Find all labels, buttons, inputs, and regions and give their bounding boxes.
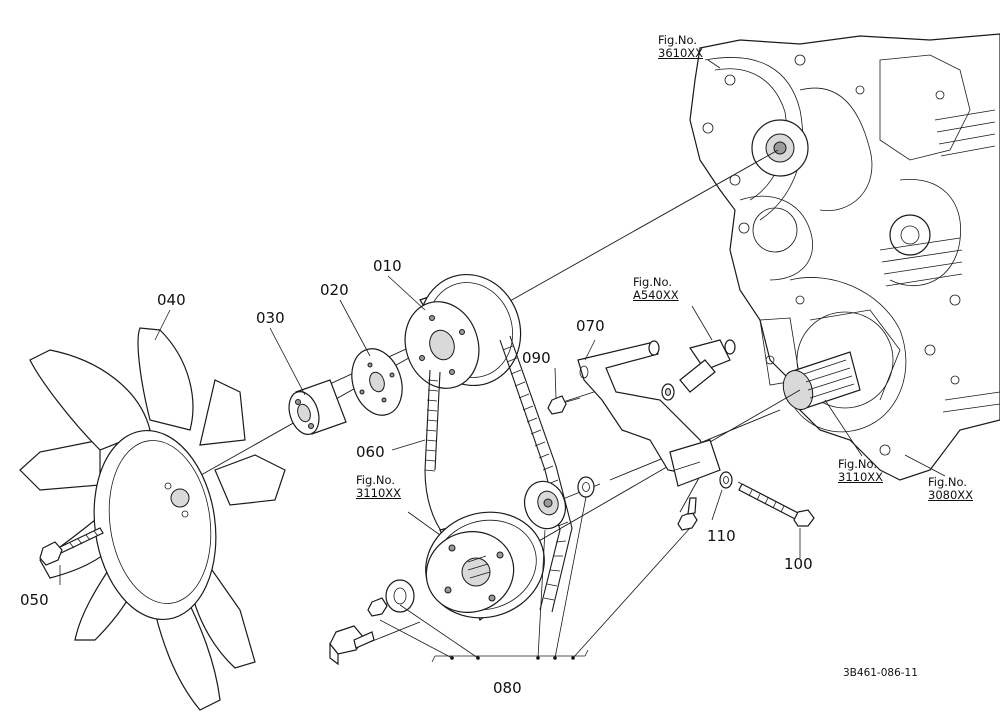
callout-030: 030 bbox=[256, 309, 285, 327]
tension-bracket bbox=[577, 339, 736, 487]
fan-bolt bbox=[39, 527, 104, 566]
fig-ref-top: Fig.No. 3610XX bbox=[658, 34, 703, 60]
cooling-fan bbox=[19, 327, 286, 711]
callout-010: 010 bbox=[373, 257, 402, 275]
fig-ref-pulley: Fig.No. 3110XX bbox=[356, 474, 401, 500]
fig-ref-bracket-number: A540XX bbox=[633, 288, 679, 302]
fig-ref-bracket: Fig.No. A540XX bbox=[633, 276, 679, 302]
fig-ref-shaft-label: Fig.No. bbox=[838, 457, 878, 471]
engine-block bbox=[689, 33, 1000, 481]
drawing-code: 3B461-086-11 bbox=[843, 667, 918, 679]
leader-lines bbox=[59, 59, 946, 663]
callout-090: 090 bbox=[522, 349, 551, 367]
fig-ref-case-number: 3080XX bbox=[928, 488, 974, 502]
callout-040: 040 bbox=[157, 291, 186, 309]
callout-080: 080 bbox=[493, 679, 522, 697]
fig-ref-shaft-number: 3110XX bbox=[838, 470, 884, 484]
fan-spacer bbox=[288, 379, 347, 435]
set-080-parts bbox=[329, 579, 415, 666]
fig-ref-top-number: 3610XX bbox=[658, 46, 704, 60]
crankshaft-end bbox=[782, 351, 861, 411]
fig-ref-bracket-label: Fig.No. bbox=[633, 275, 673, 289]
fig-ref-case: Fig.No. 3080XX bbox=[928, 476, 973, 502]
pulley-plate bbox=[351, 348, 403, 416]
callout-050: 050 bbox=[20, 591, 49, 609]
callout-110: 110 bbox=[707, 527, 736, 545]
engine-fins bbox=[879, 109, 1000, 413]
fig-ref-pulley-label: Fig.No. bbox=[356, 473, 396, 487]
bolt-090 bbox=[547, 395, 581, 415]
fig-ref-top-label: Fig.No. bbox=[658, 33, 698, 47]
callout-020: 020 bbox=[320, 281, 349, 299]
fan-pulley bbox=[404, 273, 522, 389]
callout-070: 070 bbox=[576, 317, 605, 335]
set-dots bbox=[450, 656, 575, 660]
callout-060: 060 bbox=[356, 443, 385, 461]
bolt-100 bbox=[738, 483, 815, 527]
callout-100: 100 bbox=[784, 555, 813, 573]
idler-pulley bbox=[523, 476, 595, 530]
engine-bolt-holes bbox=[702, 54, 961, 456]
fig-ref-case-label: Fig.No. bbox=[928, 475, 968, 489]
fig-ref-shaft: Fig.No. 3110XX bbox=[838, 458, 883, 484]
fig-ref-pulley-number: 3110XX bbox=[356, 486, 402, 500]
washer-110 bbox=[719, 471, 733, 489]
bracket-bolt bbox=[677, 497, 698, 531]
crankshaft-pulley bbox=[425, 511, 545, 621]
